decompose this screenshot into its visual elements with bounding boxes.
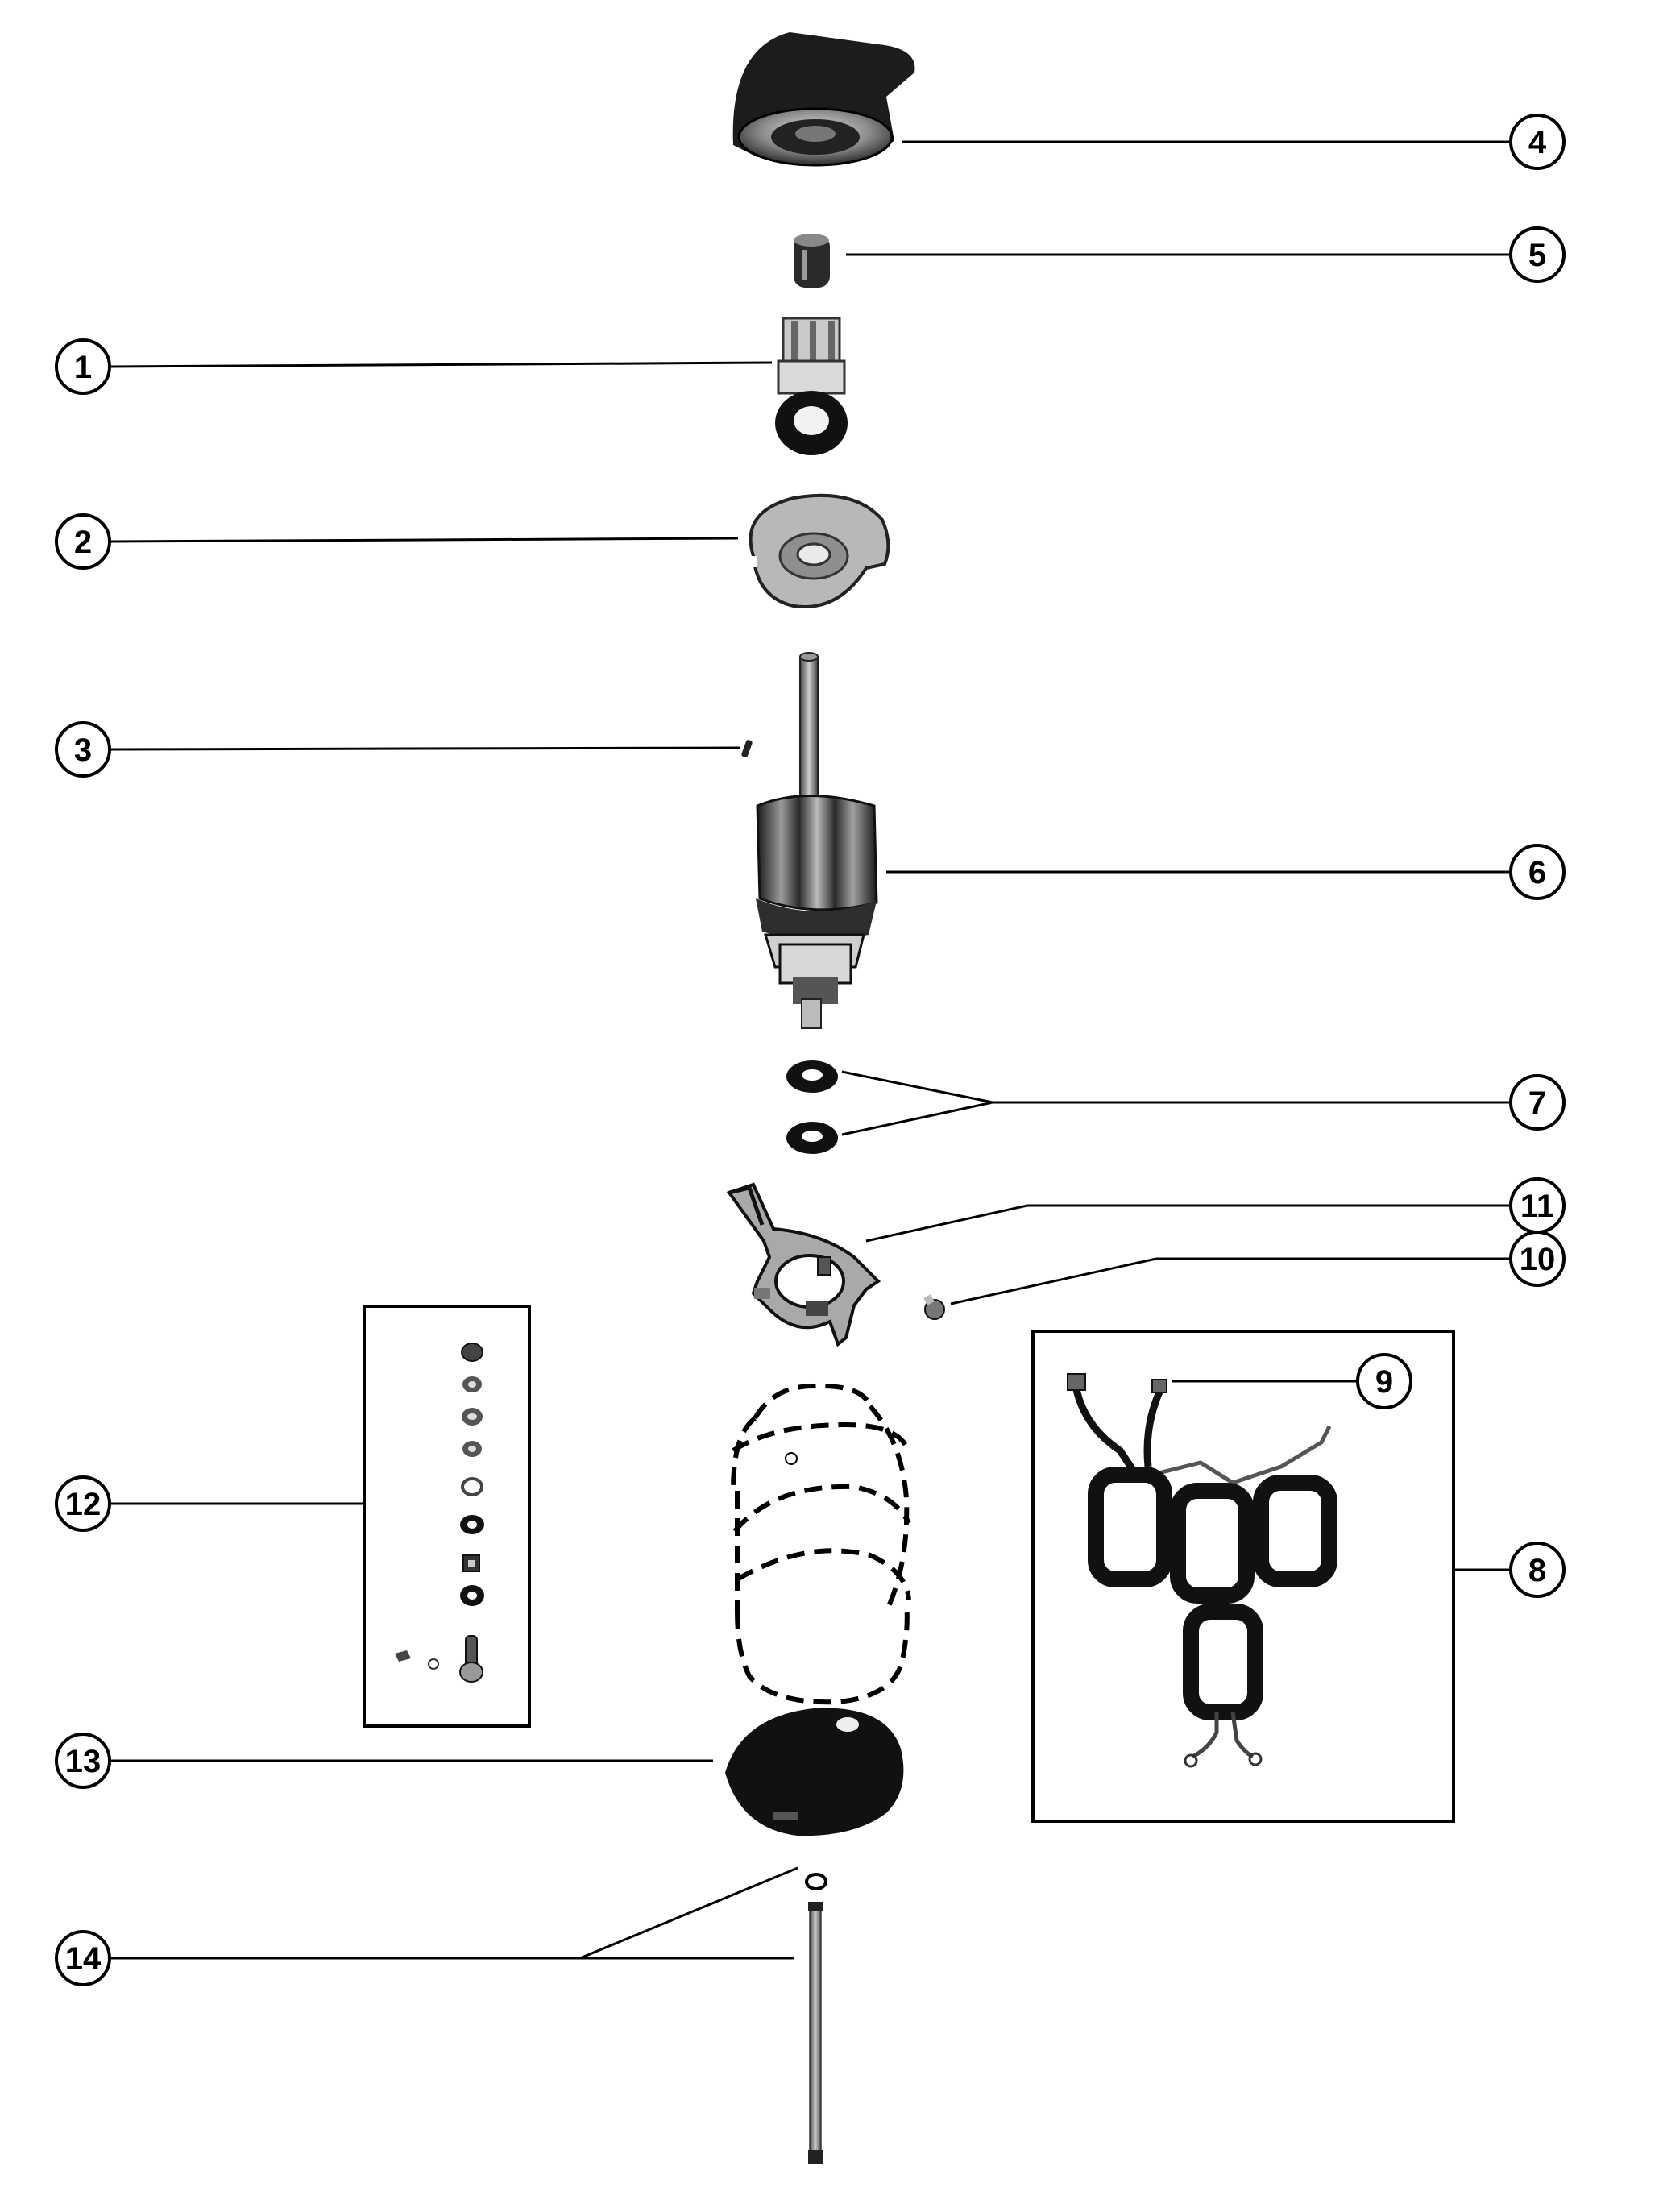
callout-2-label: 2: [74, 525, 92, 560]
frame-hole: [785, 1452, 798, 1465]
part-field-coils: [1067, 1373, 1337, 1768]
part-hardware-kit: [395, 1343, 484, 1683]
callout-7: 7: [1509, 1074, 1566, 1131]
callout-11-label: 11: [1520, 1189, 1554, 1224]
part-pin: [741, 740, 753, 757]
callout-4: 4: [1509, 114, 1566, 170]
part-bushing: [794, 234, 830, 288]
callout-3: 3: [55, 721, 111, 778]
part-armature: [756, 652, 878, 1029]
part-through-bolt: [805, 1873, 827, 2164]
callout-13-label: 13: [65, 1744, 102, 1779]
part-brush-holder: [726, 1182, 881, 1347]
part-thrust-washers: [786, 1060, 838, 1154]
callout-5: 5: [1509, 226, 1566, 283]
part-center-bearing-plate: [743, 493, 890, 608]
callout-8-label: 8: [1528, 1553, 1546, 1588]
callout-7-label: 7: [1528, 1085, 1546, 1121]
part-frame-phantom: [731, 1383, 911, 1705]
callout-10: 10: [1509, 1231, 1566, 1287]
part-brush-screw: [923, 1294, 945, 1320]
callout-5-label: 5: [1528, 238, 1546, 273]
callout-1: 1: [55, 338, 111, 395]
part-commutator-end-head: [725, 1708, 904, 1836]
part-drive-assembly: [775, 317, 848, 455]
callout-2: 2: [55, 513, 111, 570]
callout-9: 9: [1356, 1353, 1412, 1409]
callout-1-label: 1: [74, 350, 92, 385]
callout-11: 11: [1509, 1177, 1566, 1234]
callout-9-label: 9: [1375, 1364, 1393, 1400]
hardware-kit-box: [363, 1305, 531, 1728]
callout-12: 12: [55, 1475, 111, 1532]
part-drive-end-housing: [732, 32, 915, 167]
callout-13: 13: [55, 1733, 111, 1789]
callout-10-label: 10: [1520, 1242, 1556, 1277]
callout-3-label: 3: [74, 732, 92, 768]
callout-4-label: 4: [1528, 125, 1547, 160]
callout-14: 14: [55, 1930, 111, 1986]
callout-8: 8: [1509, 1542, 1566, 1598]
callout-14-label: 14: [65, 1941, 102, 1977]
callout-6: 6: [1509, 844, 1566, 900]
callout-6-label: 6: [1528, 855, 1546, 890]
callout-12-label: 12: [65, 1487, 102, 1522]
leader-lines: [109, 140, 1511, 1960]
